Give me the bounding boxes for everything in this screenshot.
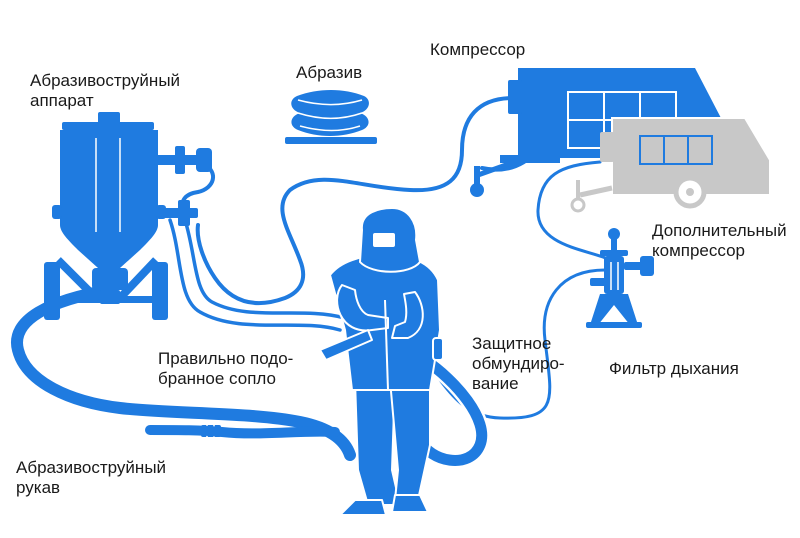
label-blast-machine: Абразивоструйный аппарат — [30, 71, 181, 110]
label-compressor: Компрессор — [430, 40, 526, 59]
label-blast-hose: Абразивоструйный рукав — [16, 458, 167, 497]
pressure-pot-icon — [44, 112, 212, 320]
blasting-operator-icon — [319, 207, 444, 516]
abrasive-bag-icon — [285, 90, 377, 144]
auxiliary-compressor-icon — [570, 117, 771, 213]
air-filter-icon — [586, 228, 654, 328]
label-breathing-filter: Фильтр дыхания — [609, 359, 739, 378]
hoses — [8, 94, 615, 469]
label-nozzle: Правильно подо- бранное сопло — [158, 349, 294, 388]
label-extra-compressor: Дополнительный компрессор — [652, 221, 787, 260]
label-abrasive: Абразив — [296, 63, 363, 82]
label-protective-suit: Защитное обмундиро- вание — [472, 334, 565, 393]
